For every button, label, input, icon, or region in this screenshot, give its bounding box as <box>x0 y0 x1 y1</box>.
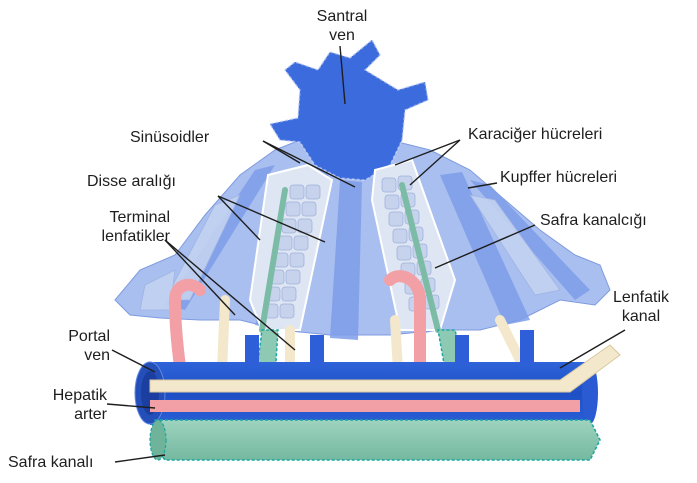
bile-duct-main <box>150 420 600 460</box>
hepatic-artery-label-line2: arter <box>15 405 107 424</box>
portal-vein-label: Portal ven <box>20 327 110 365</box>
hepatic-artery-main <box>150 400 580 412</box>
terminal-lymphatics-label: Terminal lenfatikler <box>20 208 170 246</box>
portal-vein-tube <box>135 362 598 425</box>
bile-canaliculus-label: Safra kanalcığı <box>540 211 647 230</box>
hepatic-artery-label-line1: Hepatik <box>15 386 107 405</box>
sinusoids-label: Sinüsoidler <box>130 128 209 147</box>
central-vein-label-line2: ven <box>306 26 378 45</box>
bile-duct-label: Safra kanalı <box>8 453 93 472</box>
central-vein-label: Santral ven <box>306 7 378 45</box>
space-of-disse-label: Disse aralığı <box>87 172 176 191</box>
terminal-lymphatics-label-line2: lenfatikler <box>20 227 170 246</box>
kupffer-cells-label: Kupffer hücreleri <box>500 168 617 187</box>
terminal-lymphatics-label-line1: Terminal <box>20 208 170 227</box>
portal-vein-label-line1: Portal <box>20 327 110 346</box>
hepatic-artery-label: Hepatik arter <box>15 386 107 424</box>
lymphatic-duct-label: Lenfatik kanal <box>598 288 684 326</box>
lymphatic-duct-label-line1: Lenfatik <box>598 288 684 307</box>
portal-vein-label-line2: ven <box>20 346 110 365</box>
hepatocytes-label: Karaciğer hücreleri <box>468 125 602 144</box>
central-vein-label-line1: Santral <box>306 7 378 26</box>
lymphatic-duct-label-line2: kanal <box>598 307 684 326</box>
